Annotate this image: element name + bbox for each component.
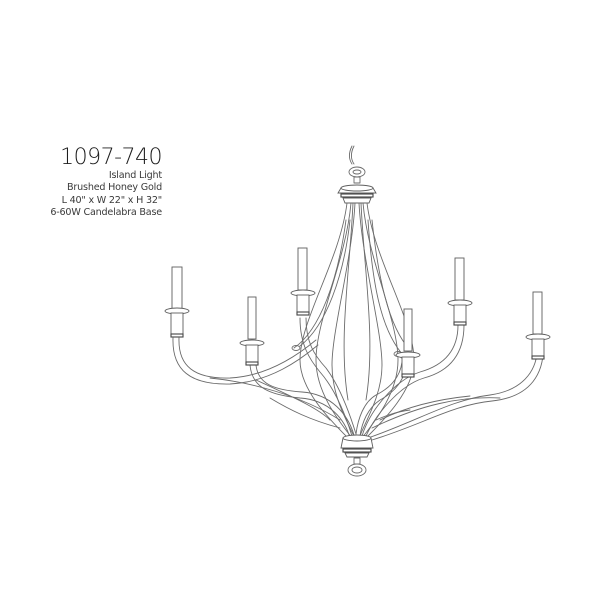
chandelier-arms — [172, 219, 544, 441]
candle-icon — [395, 308, 421, 378]
product-finish: Brushed Honey Gold — [67, 182, 162, 194]
candle-icon — [525, 291, 551, 360]
top-canopy-icon — [337, 184, 377, 204]
candle-icon — [447, 257, 473, 326]
product-dimensions: L 40" x W 22" x H 32" — [61, 194, 163, 206]
chain-hook-icon — [348, 145, 366, 184]
candles — [164, 247, 551, 378]
candle-icon — [239, 296, 265, 366]
product-bulbs: 6-60W Candelabra Base — [50, 207, 162, 219]
model-number: 1097-740 — [60, 145, 162, 170]
candle-icon — [290, 247, 316, 316]
bottom-finial-icon — [340, 434, 374, 477]
candle-icon — [164, 266, 190, 338]
product-type: Island Light — [108, 170, 162, 181]
product-spec-block: 1097-740 Island Light Brushed Honey Gold… — [50, 146, 162, 220]
